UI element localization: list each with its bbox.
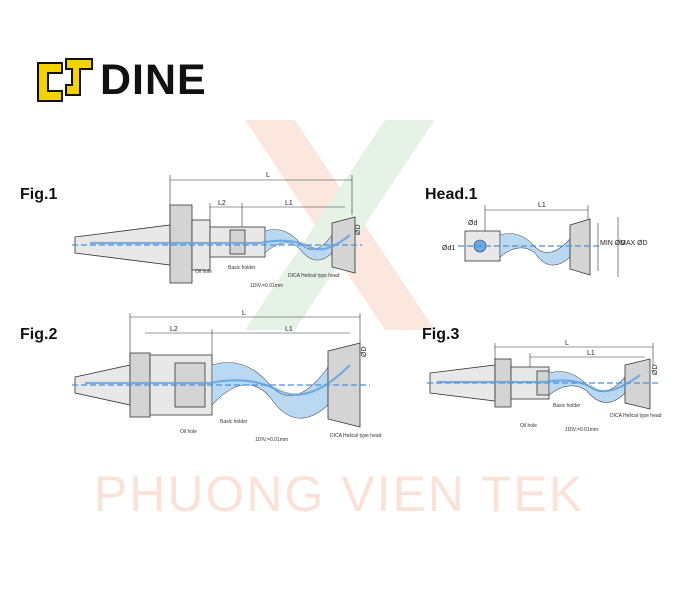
- fig3-dim-L: L: [565, 340, 569, 347]
- head1-dim-phi-d1: Ød1: [442, 245, 455, 252]
- fig3-basic-holder: Basic holder: [553, 403, 581, 409]
- fig3-oil-hole: Oil hole: [520, 423, 537, 429]
- brand-name: DINE: [100, 56, 207, 104]
- fig2-scale: 1DIV.=0.01mm: [255, 437, 288, 443]
- fig1-basic-holder: Basic holder: [228, 265, 256, 271]
- fig1-scale: 1DIV.=0.01mm: [250, 283, 283, 289]
- fig2-drawing: L L2 L1 ØD Oil hole Basic holder DICA He…: [72, 310, 382, 443]
- head1-drawing: L1 Ød1 Ød MIN ØD MAX ØD: [442, 202, 648, 277]
- fig3-head-type: DICA Helical type head: [610, 413, 662, 419]
- fig1-label: Fig.1: [20, 186, 58, 203]
- fig2-dim-L1: L1: [285, 326, 293, 333]
- fig2-label: Fig.2: [20, 326, 58, 343]
- fig3-drawing: L L1 ØD Oil hole Basic holder DICA Helic…: [427, 340, 662, 433]
- fig2-head-type: DICA Helical type head: [330, 433, 382, 439]
- fig2-dim-L: L: [242, 310, 246, 317]
- dine-logo-icon: [37, 58, 93, 102]
- fig3-scale: 1DIV.=0.01mm: [565, 427, 598, 433]
- head1-label: Head.1: [425, 186, 478, 203]
- fig2-basic-holder: Basic holder: [220, 419, 248, 425]
- head1-dim-min: MIN ØD: [600, 240, 625, 247]
- fig2-dim-phi: ØD: [361, 347, 368, 358]
- brand-logo: [34, 55, 274, 110]
- fig1-dim-L: L: [266, 172, 270, 179]
- fig1-head-type: DICA Helical type head: [288, 273, 340, 279]
- fig3-label: Fig.3: [422, 326, 460, 343]
- fig1-oil-hole: Oil hole: [195, 269, 212, 275]
- fig2-dim-L2: L2: [170, 326, 178, 333]
- fig3-dim-phi: ØD: [652, 365, 659, 376]
- fig3-dim-L1: L1: [587, 350, 595, 357]
- watermark-text: PHUONG VIEN TEK: [93, 466, 585, 522]
- fig1-dim-phi: ØD: [355, 225, 362, 236]
- head1-dim-L1: L1: [538, 202, 546, 209]
- fig2-oil-hole: Oil hole: [180, 429, 197, 435]
- fig1-dim-L2: L2: [218, 200, 226, 207]
- fig1-dim-L1: L1: [285, 200, 293, 207]
- fig1-drawing: L L2 L1 ØD Oil hole Basic holder DICA He…: [72, 172, 362, 289]
- head1-dim-phi-d: Ød: [468, 220, 477, 227]
- head1-dim-max: MAX ØD: [620, 240, 648, 247]
